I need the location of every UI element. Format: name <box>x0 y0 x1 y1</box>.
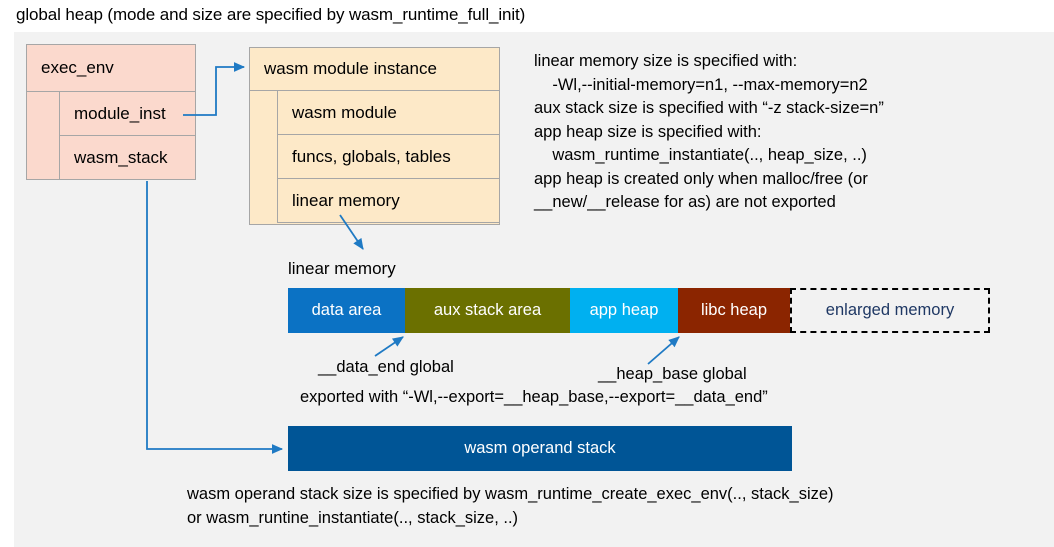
memory-segment-label: libc heap <box>700 301 768 319</box>
memory-segment-label: enlarged memory <box>825 301 955 319</box>
memory-segment-libc-heap[interactable]: libc heap <box>678 288 790 333</box>
module-instance-row-funcs-globals-tables[interactable]: funcs, globals, tables <box>277 134 500 179</box>
exec-env-header[interactable]: exec_env <box>26 44 196 92</box>
memory-segment-enlarged-memory[interactable]: enlarged memory <box>790 288 990 333</box>
wasm-module-label: wasm module <box>292 102 397 122</box>
module-instance-header[interactable]: wasm module instance <box>249 47 500 91</box>
memory-segment-app-heap[interactable]: app heap <box>570 288 678 333</box>
wasm-operand-stack-label: wasm operand stack <box>464 439 616 457</box>
module-inst-label: module_inst <box>74 103 166 123</box>
exec-env-row-module-inst[interactable]: module_inst <box>59 91 196 136</box>
memory-segment-data-area[interactable]: data area <box>288 288 405 333</box>
memory-segment-aux-stack-area[interactable]: aux stack area <box>405 288 570 333</box>
memory-segment-label: data area <box>311 301 382 319</box>
funcs-globals-tables-label: funcs, globals, tables <box>292 146 451 166</box>
module-instance-header-label: wasm module instance <box>264 59 437 78</box>
exported-annotation: exported with “-Wl,--export=__heap_base,… <box>300 388 768 406</box>
wasm-operand-stack-box[interactable]: wasm operand stack <box>288 426 792 471</box>
page-title: global heap (mode and size are specified… <box>16 5 526 24</box>
memory-segment-label: aux stack area <box>433 301 542 319</box>
operand-stack-footer-note: wasm operand stack size is specified by … <box>187 485 834 527</box>
memory-segment-label: app heap <box>589 301 659 319</box>
data-end-annotation: __data_end global <box>318 358 454 376</box>
linear-memory-label: linear memory <box>288 259 396 278</box>
wasm-stack-label: wasm_stack <box>74 147 168 167</box>
exec-env-group: exec_env module_inst wasm_stack <box>26 44 196 180</box>
module-instance-group: wasm module instance wasm module funcs, … <box>249 47 500 225</box>
module-instance-row-linear-memory[interactable]: linear memory <box>277 178 500 223</box>
module-instance-row-wasm-module[interactable]: wasm module <box>277 90 500 135</box>
heap-base-annotation: __heap_base global <box>598 365 747 383</box>
linear-memory-notes: linear memory size is specified with: -W… <box>534 52 884 211</box>
linear-memory-row-label: linear memory <box>292 190 400 210</box>
linear-memory-bar: data area aux stack area app heap libc heap… <box>288 288 990 333</box>
exec-env-header-label: exec_env <box>41 58 114 77</box>
exec-env-row-wasm-stack[interactable]: wasm_stack <box>59 135 196 180</box>
